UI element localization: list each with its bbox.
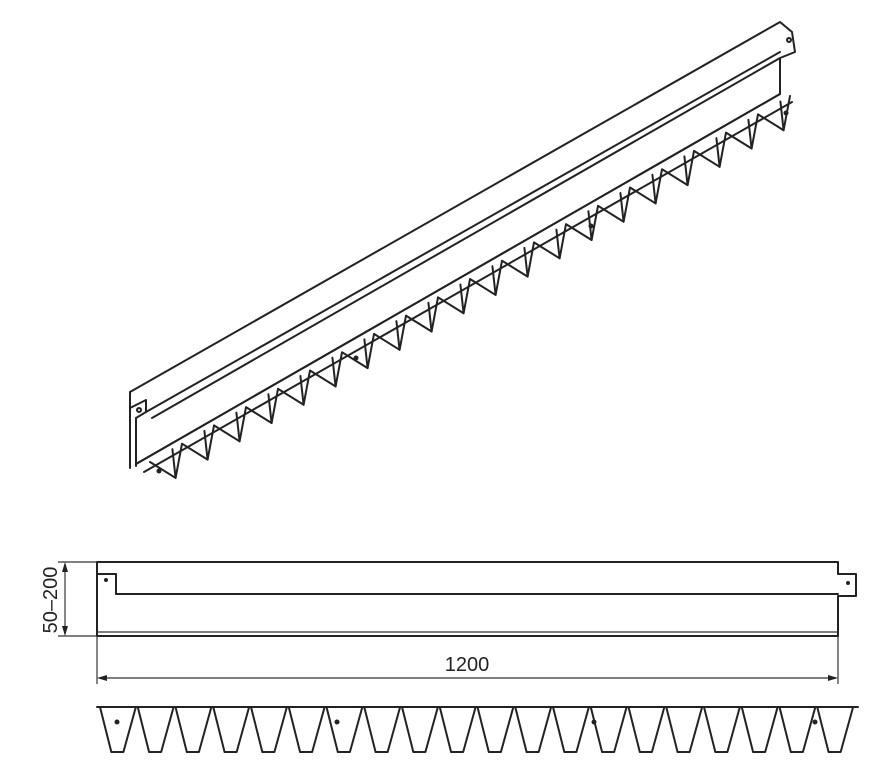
front-view	[96, 561, 857, 637]
profile-hole-3	[591, 719, 597, 725]
iso-toothed-edge	[149, 95, 791, 479]
iso-tooth-edge	[427, 301, 433, 333]
iso-flange-hole-4	[783, 110, 789, 116]
iso-tooth-edge	[491, 265, 497, 296]
profile-hole-4	[812, 719, 818, 725]
iso-mount-hole-left	[136, 407, 142, 413]
iso-tooth-edge	[683, 155, 689, 187]
iso-tooth-edge	[619, 191, 625, 223]
tooth-profile-view	[96, 706, 859, 753]
iso-mount-hole-right	[786, 37, 792, 43]
iso-tooth-edge	[331, 356, 337, 388]
iso-flange-hole-2	[353, 355, 359, 361]
iso-tooth-edge	[395, 320, 401, 351]
iso-back-plate	[129, 21, 796, 469]
profile-hole-1	[114, 719, 120, 725]
iso-tooth-edge	[651, 173, 657, 205]
iso-flange-hole-1	[156, 468, 162, 474]
iso-tooth-edge	[235, 411, 241, 443]
iso-tooth-edge	[363, 338, 369, 370]
iso-tooth-edge	[203, 429, 209, 461]
iso-tooth-edge	[779, 100, 785, 132]
iso-tooth-edge	[555, 228, 561, 260]
iso-tooth-edge	[747, 118, 753, 150]
iso-tooth-edge	[459, 283, 465, 315]
profile-teeth	[99, 706, 855, 753]
iso-tooth-edge	[267, 393, 273, 425]
front-mount-hole-right	[846, 581, 850, 585]
iso-tooth-edge	[171, 448, 177, 479]
iso-flange-hole-3	[588, 223, 594, 229]
profile-hole-2	[334, 719, 340, 725]
length-dimension-label: 1200	[445, 654, 490, 676]
height-dimension-label: 50–200	[40, 567, 62, 634]
front-mount-hole-left	[104, 578, 108, 582]
iso-tooth-edge	[523, 246, 529, 278]
length-dimension: 1200	[96, 636, 839, 684]
height-dimension: 50–200	[40, 561, 97, 637]
iso-tooth-edge	[715, 137, 721, 168]
iso-tooth-edge	[299, 374, 305, 406]
isometric-view	[129, 21, 796, 479]
